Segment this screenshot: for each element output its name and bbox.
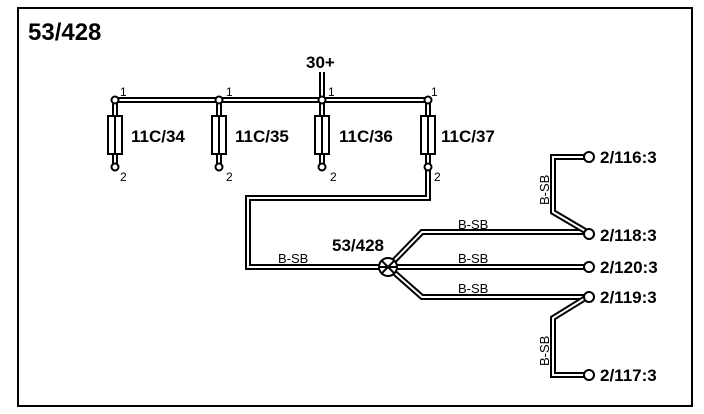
fuse-11c35: 1 2 11C/35 xyxy=(211,85,289,184)
fuse-11c36: 1 2 11C/36 xyxy=(314,85,393,184)
fuse-label: 11C/34 xyxy=(131,127,185,146)
fuse-label: 11C/35 xyxy=(235,127,289,146)
connector-label: 2/116:3 xyxy=(600,148,657,167)
wire-color-label: B-SB xyxy=(458,281,488,296)
connector-2-117-3: 2/117:3 xyxy=(583,366,657,385)
connector-terminal xyxy=(583,228,595,240)
fuse-pin-top: 1 xyxy=(120,85,127,99)
fuse-pin-bottom: 2 xyxy=(434,170,441,184)
connector-terminal xyxy=(583,369,595,381)
fuse-11c34: 1 2 11C/34 xyxy=(107,85,185,184)
wires xyxy=(112,72,589,378)
connector-label: 2/118:3 xyxy=(600,226,657,245)
fuse-pin-top: 1 xyxy=(226,85,233,99)
diagram-title: 53/428 xyxy=(28,19,101,46)
connector-2-119-3: 2/119:3 xyxy=(583,288,657,307)
fuse-terminal xyxy=(214,162,224,172)
fuse-terminal xyxy=(423,162,433,172)
fuse-terminal xyxy=(110,162,120,172)
fuse-11c37: 1 2 11C/37 xyxy=(420,85,495,184)
diagram-frame xyxy=(17,7,693,407)
bus-junctions xyxy=(110,95,433,105)
supply-label: 30+ xyxy=(306,53,335,72)
splice-53-428: 53/428 xyxy=(332,236,398,277)
fuse-pin-top: 1 xyxy=(431,85,438,99)
fuse-label: 11C/37 xyxy=(441,127,495,146)
junction-dot xyxy=(317,95,327,105)
wire-color-label: B-SB xyxy=(537,175,552,205)
connector-label: 2/120:3 xyxy=(600,258,658,277)
connector-label: 2/119:3 xyxy=(600,288,657,307)
fuse-pin-bottom: 2 xyxy=(120,170,127,184)
fuse-pin-bottom: 2 xyxy=(226,170,233,184)
junction-dot xyxy=(214,95,224,105)
fuse-terminal xyxy=(317,162,327,172)
connector-terminal xyxy=(583,151,595,163)
fuse-label: 11C/36 xyxy=(339,127,393,146)
junction-dot xyxy=(110,95,120,105)
fuse-pin-top: 1 xyxy=(328,85,335,99)
connector-2-116-3: 2/116:3 xyxy=(583,148,657,167)
splice-label: 53/428 xyxy=(332,236,384,255)
connector-2-120-3: 2/120:3 xyxy=(583,258,658,277)
connector-terminal xyxy=(583,291,595,303)
connector-terminal xyxy=(583,261,595,273)
wire-color-label: B-SB xyxy=(458,251,488,266)
junction-dot xyxy=(423,95,433,105)
fuse-pin-bottom: 2 xyxy=(330,170,337,184)
wire-118-to-116 xyxy=(550,154,589,235)
wire-color-label: B-SB xyxy=(537,336,552,366)
connector-label: 2/117:3 xyxy=(600,366,657,385)
wire-color-label: B-SB xyxy=(458,217,488,232)
wire-119-to-117 xyxy=(550,294,589,378)
connector-2-118-3: 2/118:3 xyxy=(583,226,657,245)
wire-color-label: B-SB xyxy=(278,251,308,266)
